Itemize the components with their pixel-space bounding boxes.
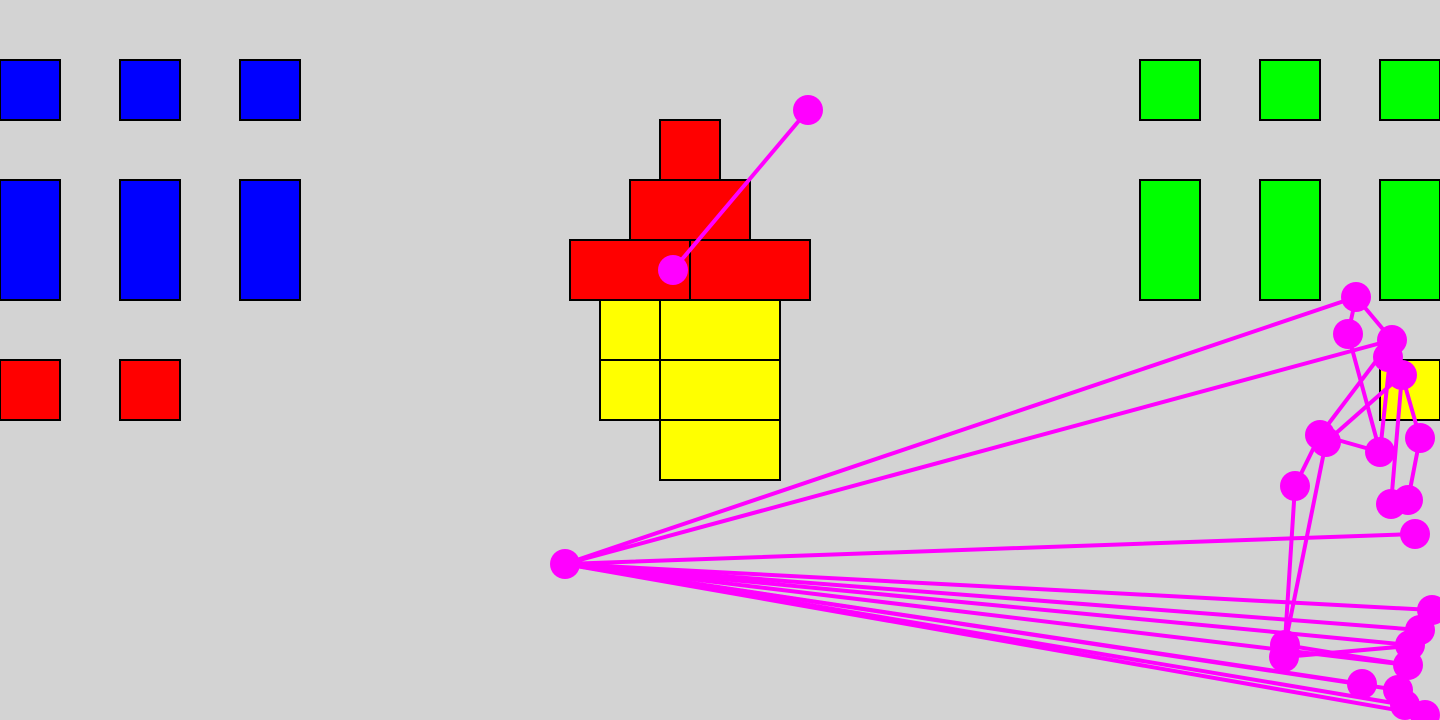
structure-pointer [658, 95, 823, 285]
red-roof-right-block[interactable] [689, 239, 811, 301]
trace-node-icon[interactable] [1387, 360, 1417, 390]
trace-line [563, 295, 1358, 566]
yellow-base-block[interactable] [659, 419, 781, 481]
blue-square-tile[interactable] [0, 59, 61, 121]
yellow-body-left-block[interactable] [599, 359, 661, 421]
right-tile-bank [1139, 59, 1440, 421]
trace-node-icon[interactable] [550, 549, 580, 579]
pointer-handle-icon[interactable] [793, 95, 823, 125]
red-square-tile[interactable] [0, 359, 61, 421]
blue-square-tile[interactable] [119, 59, 181, 121]
pointer-stem-line [671, 108, 810, 272]
trace-line [563, 562, 1412, 647]
red-roof-top-block[interactable] [659, 119, 721, 181]
green-square-tile[interactable] [1259, 59, 1321, 121]
trace-node-icon[interactable] [1410, 700, 1440, 720]
trace-line [1282, 484, 1297, 659]
trace-node-icon[interactable] [1311, 427, 1341, 457]
blue-tall-tile[interactable] [0, 179, 61, 301]
yellow-body-left-block[interactable] [599, 299, 661, 361]
yellow-body-wide-block[interactable] [659, 359, 781, 421]
trace-node-icon[interactable] [1341, 282, 1371, 312]
green-square-tile[interactable] [1379, 59, 1440, 121]
trace-line [563, 532, 1417, 566]
trace-line [563, 562, 1422, 632]
trace-node-icon[interactable] [1393, 650, 1423, 680]
trace-node-icon[interactable] [1400, 519, 1430, 549]
trace-line [1283, 643, 1410, 667]
green-tall-tile[interactable] [1379, 179, 1440, 301]
trace-line [1389, 373, 1404, 506]
trace-line [563, 562, 1400, 692]
trace-line [1324, 373, 1404, 444]
trace-node-icon[interactable] [1405, 423, 1435, 453]
trace-node-icon[interactable] [1333, 319, 1363, 349]
red-square-tile[interactable] [119, 359, 181, 421]
trace-line [1346, 332, 1382, 454]
trace-path [550, 282, 1440, 720]
center-structure [569, 119, 811, 481]
trace-line [563, 338, 1394, 566]
trace-line [563, 562, 1427, 717]
trace-node-icon[interactable] [1269, 642, 1299, 672]
trace-node-icon[interactable] [1347, 669, 1377, 699]
green-tall-tile[interactable] [1259, 179, 1321, 301]
trace-line [1283, 440, 1328, 647]
trace-node-icon[interactable] [1365, 437, 1395, 467]
blue-tall-tile[interactable] [239, 179, 301, 301]
pointer-handle-icon[interactable] [658, 255, 688, 285]
red-roof-middle-block[interactable] [629, 179, 751, 241]
trace-node-icon[interactable] [1280, 471, 1310, 501]
blue-tall-tile[interactable] [119, 179, 181, 301]
green-square-tile[interactable] [1139, 59, 1201, 121]
blue-square-tile[interactable] [239, 59, 301, 121]
trace-line [563, 562, 1410, 667]
green-tall-tile[interactable] [1139, 179, 1201, 301]
left-tile-bank [0, 59, 301, 421]
trace-node-icon[interactable] [1393, 485, 1423, 515]
yellow-body-wide-block[interactable] [659, 299, 781, 361]
